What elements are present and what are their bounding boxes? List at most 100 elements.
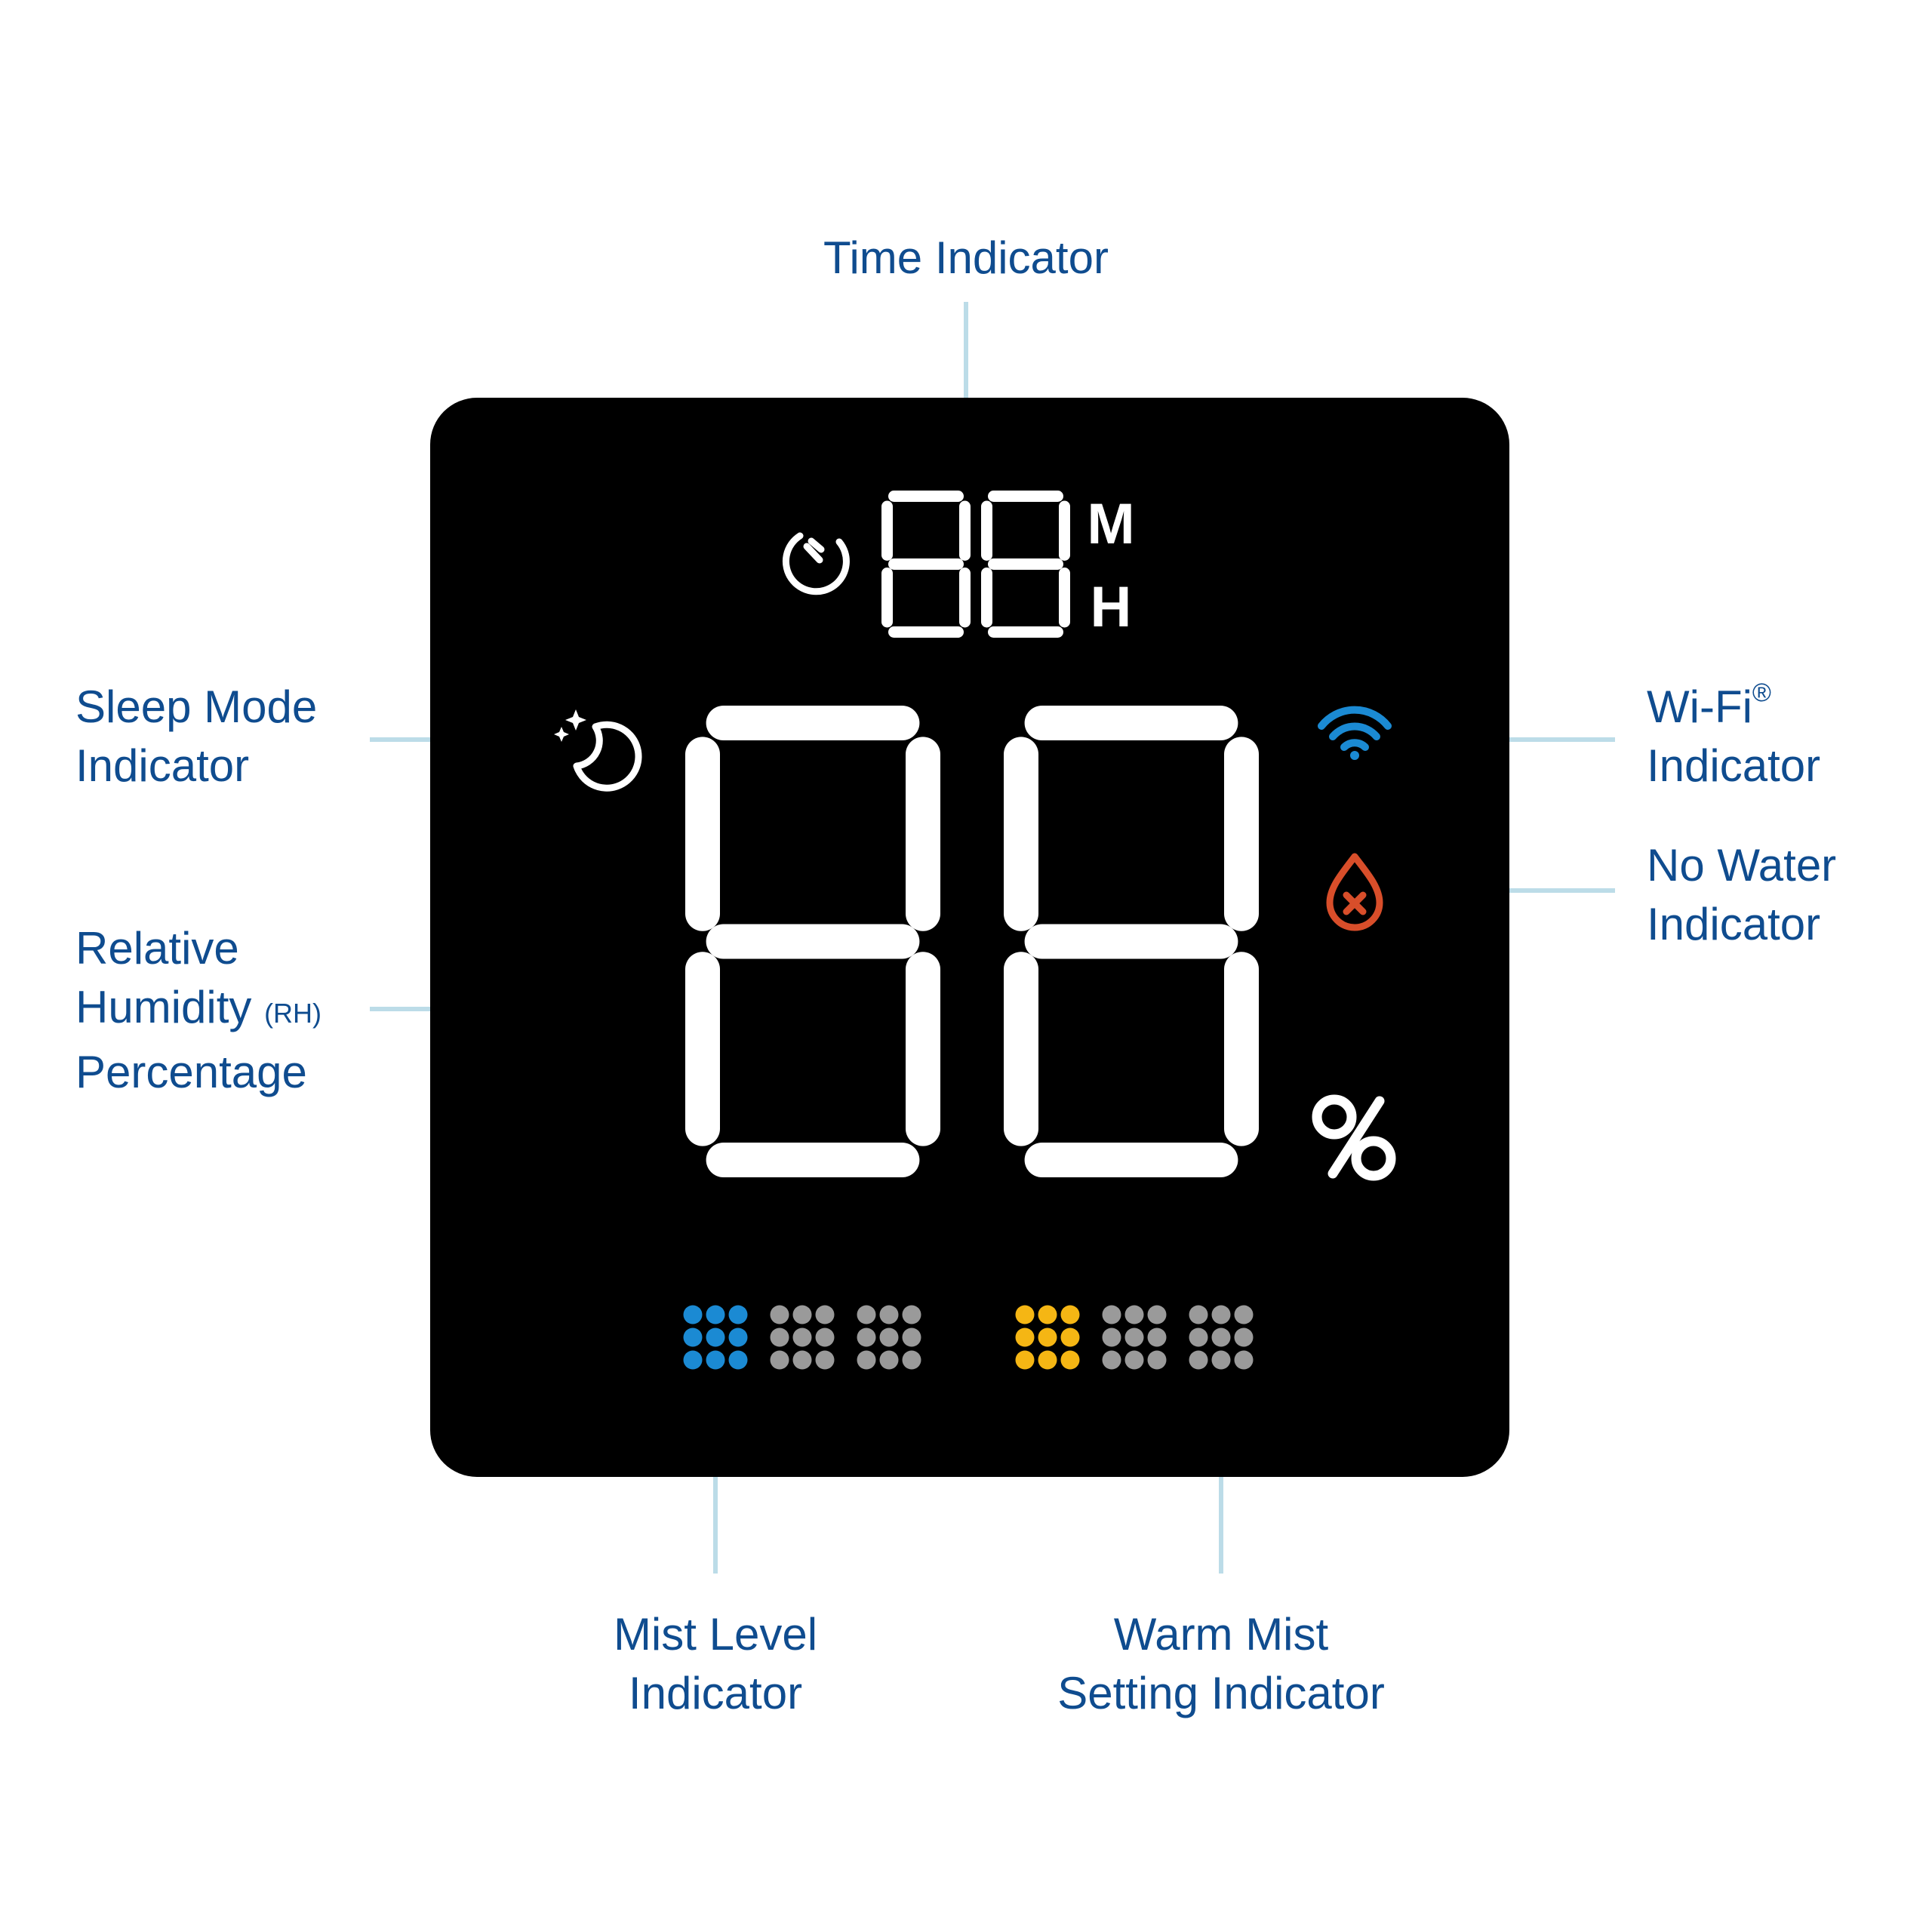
percent-symbol (1312, 1094, 1396, 1181)
warm-mist-grid-1-dot (1060, 1305, 1080, 1324)
mist-level-grid-3-dot (902, 1350, 921, 1370)
time-unit-minutes: M (1087, 492, 1134, 556)
label-nowater-line1: No Water (1647, 840, 1837, 891)
mist-level-grid-2-dot (770, 1350, 789, 1370)
label-wifi-line1: Wi-Fi® (1647, 678, 1820, 737)
warm-mist-grid-2-dot (1102, 1327, 1121, 1347)
label-rh-line2: Humidity (RH) (75, 978, 321, 1043)
warm-mist-grid-3-dot (1189, 1350, 1208, 1370)
warm-mist-grid-1-dot (1015, 1327, 1035, 1347)
time-digit-1-segment-b (959, 500, 971, 561)
warm-mist-grid-3-dot (1189, 1327, 1208, 1347)
warm-mist-grid-2-dot (1147, 1327, 1167, 1347)
label-sleep-line1: Sleep Mode (75, 681, 318, 732)
humidity-digits (685, 706, 1259, 1177)
label-wifi-registered: ® (1752, 678, 1771, 707)
time-digit-1-segment-a (888, 491, 964, 502)
label-warm-mist: Warm Mist Setting Indicator (1010, 1605, 1432, 1723)
humidity-digit-1-segment-e (685, 952, 720, 1146)
time-digit-2-segment-b (1059, 500, 1070, 561)
time-digit-2-segment-f (981, 500, 992, 561)
warm-mist-grid-3-dot (1211, 1350, 1231, 1370)
label-nowater-line2: Indicator (1647, 899, 1821, 949)
label-warm-line1: Warm Mist (1113, 1609, 1329, 1660)
warm-mist-grid-2-dot (1124, 1305, 1144, 1324)
timer-icon (782, 532, 850, 595)
mist-level-dots (683, 1305, 921, 1370)
mist-level-grid-2-dot (792, 1327, 812, 1347)
label-relative-humidity: Relative Humidity (RH) Percentage (75, 919, 321, 1102)
warm-mist-grid-1-dot (1038, 1305, 1057, 1324)
label-rh-word: Humidity (75, 982, 252, 1032)
mist-level-grid-1-dot (683, 1350, 703, 1370)
humidity-digit-1-segment-f (685, 737, 720, 931)
humidity-digit-1-segment-a (706, 706, 920, 740)
mist-level-grid-2-dot (815, 1350, 835, 1370)
mist-level-grid-1-dot (683, 1305, 703, 1324)
mist-level-grid-2-dot (770, 1327, 789, 1347)
warm-mist-grid-2-dot (1147, 1350, 1167, 1370)
time-digit-2-segment-a (988, 491, 1063, 502)
mist-level-grid-3-dot (879, 1305, 899, 1324)
warm-mist-grid-3-dot (1234, 1305, 1254, 1324)
warm-mist-grid-1-dot (1015, 1350, 1035, 1370)
label-rh-line1: Relative (75, 923, 239, 974)
mist-level-grid-2-dot (792, 1350, 812, 1370)
mist-level-grid-3-dot (857, 1350, 876, 1370)
label-wifi-line2: Indicator (1647, 740, 1821, 791)
mist-level-grid-1-dot (728, 1305, 748, 1324)
humidity-digit-2-segment-g (1024, 924, 1238, 959)
time-digit-1-segment-f (881, 500, 893, 561)
display-screen (430, 398, 1509, 1477)
mist-level-grid-2-dot (770, 1305, 789, 1324)
warm-mist-grid-2-dot (1124, 1327, 1144, 1347)
mist-level-grid-1-dot (728, 1350, 748, 1370)
warm-mist-grid-2-dot (1102, 1305, 1121, 1324)
label-rh-line3: Percentage (75, 1047, 307, 1097)
mist-level-grid-1-dot (706, 1305, 725, 1324)
time-digit-1-segment-e (881, 568, 893, 628)
time-digit-1-segment-g (888, 558, 964, 570)
mist-level-grid-3-dot (879, 1350, 899, 1370)
time-digit-2-segment-g (988, 558, 1063, 570)
time-digit-1-segment-c (959, 568, 971, 628)
warm-mist-grid-3-dot (1234, 1327, 1254, 1347)
mist-level-grid-1-dot (706, 1327, 725, 1347)
no-water-drop-icon (1326, 853, 1383, 931)
mist-level-grid-2-dot (815, 1305, 835, 1324)
label-mist-line2: Indicator (628, 1668, 803, 1718)
label-time-indicator: Time Indicator (777, 229, 1155, 288)
humidity-digit-1-segment-b (906, 737, 940, 931)
humidity-digit-1-segment-c (906, 952, 940, 1146)
warm-mist-grid-3-dot (1211, 1327, 1231, 1347)
label-no-water: No Water Indicator (1647, 836, 1836, 954)
label-sleep-mode: Sleep Mode Indicator (75, 678, 317, 795)
time-digit-1-segment-d (888, 626, 964, 638)
label-wifi-word: Wi-Fi (1647, 681, 1752, 732)
warm-mist-grid-1-dot (1060, 1350, 1080, 1370)
warm-mist-grid-1-dot (1015, 1305, 1035, 1324)
mist-level-grid-3-dot (879, 1327, 899, 1347)
warm-mist-grid-1-dot (1038, 1350, 1057, 1370)
warm-mist-dots (1015, 1305, 1254, 1370)
humidity-digit-2-segment-b (1224, 737, 1259, 931)
humidity-digit-2-segment-f (1004, 737, 1038, 931)
time-digit-2-segment-c (1059, 568, 1070, 628)
label-rh-abbr: (RH) (264, 998, 322, 1029)
warm-mist-grid-2-dot (1147, 1305, 1167, 1324)
mist-level-grid-1-dot (706, 1350, 725, 1370)
label-warm-line2: Setting Indicator (1057, 1668, 1385, 1718)
sleep-moon-icon (554, 709, 642, 792)
warm-mist-grid-1-dot (1060, 1327, 1080, 1347)
humidity-digit-2-segment-e (1004, 952, 1038, 1146)
mist-level-grid-3-dot (902, 1305, 921, 1324)
mist-level-grid-3-dot (857, 1327, 876, 1347)
mist-level-grid-3-dot (902, 1327, 921, 1347)
warm-mist-grid-3-dot (1211, 1305, 1231, 1324)
label-mist-level: Mist Level Indicator (565, 1605, 866, 1723)
humidity-digit-2-segment-c (1224, 952, 1259, 1146)
humidity-digit-2-segment-d (1024, 1143, 1238, 1177)
label-sleep-line2: Indicator (75, 740, 250, 791)
